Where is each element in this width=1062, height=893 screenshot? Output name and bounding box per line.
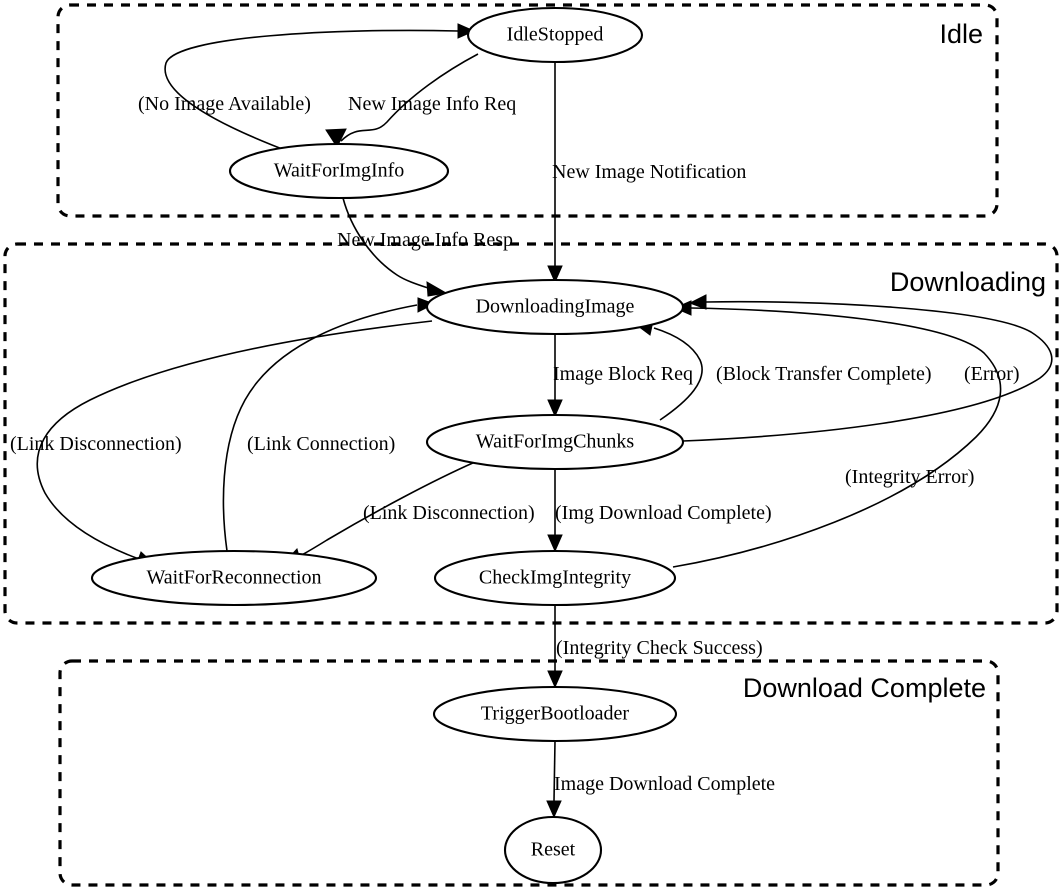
node-idlestopped-shape[interactable] xyxy=(466,6,644,64)
node-reset[interactable]: Reset xyxy=(503,815,603,885)
arrowhead-icon xyxy=(457,23,476,39)
edge-label-link-disconnection-2: (Link Disconnection) xyxy=(363,502,535,524)
edge-waitforimgchunks-to-checkimgintegrity: (Img Download Complete) xyxy=(547,469,772,553)
edge-label-link-connection: (Link Connection) xyxy=(247,433,395,455)
cluster-idle-border xyxy=(56,3,999,218)
edge-label-no-image-available: (No Image Available) xyxy=(138,93,311,115)
edge-label-error: (Error) xyxy=(964,363,1020,385)
arrowhead-icon xyxy=(547,399,563,418)
arrowhead-icon xyxy=(417,297,436,313)
edge-label-block-transfer-complete: (Block Transfer Complete) xyxy=(716,363,932,385)
node-checkimgintegrity[interactable]: CheckImgIntegrity xyxy=(433,549,677,607)
arrowhead-icon xyxy=(426,281,448,297)
arrowhead-icon xyxy=(547,534,563,553)
node-downloadingimage-label: DownloadingImage xyxy=(476,296,635,318)
edge-label-image-download-complete: Image Download Complete xyxy=(554,773,775,795)
node-waitforimgchunks-label: WaitForImgChunks xyxy=(476,431,635,453)
node-idlestopped-label: IdleStopped xyxy=(507,24,604,46)
arrowhead-icon xyxy=(325,128,347,149)
edge-waitforimginfo-to-downloadingimage: New Image Info Resp xyxy=(337,197,513,297)
edge-path-link-disconnection-2 xyxy=(299,461,476,557)
node-reset-label: Reset xyxy=(531,839,576,861)
edge-path-image-download-complete xyxy=(553,740,556,802)
edge-label-integrity-check-success: (Integrity Check Success) xyxy=(556,637,763,659)
edge-triggerbootloader-to-reset: Image Download Complete xyxy=(546,740,775,819)
node-triggerbootloader[interactable]: TriggerBootloader xyxy=(432,685,678,743)
node-reset-shape[interactable] xyxy=(503,815,603,885)
edge-checkimgintegrity-to-triggerbootloader: (Integrity Check Success) xyxy=(547,605,763,689)
node-downloadingimage-shape[interactable] xyxy=(425,278,685,336)
edge-path-link-disconnection-1 xyxy=(36,320,433,560)
edge-label-new-image-notification: New Image Notification xyxy=(552,161,746,183)
edge-label-link-disconnection-1: (Link Disconnection) xyxy=(10,433,182,455)
node-idlestopped[interactable]: IdleStopped xyxy=(466,6,644,64)
node-checkimgintegrity-shape[interactable] xyxy=(433,549,677,607)
edge-path-block-transfer-complete xyxy=(653,327,703,421)
node-waitforimginfo[interactable]: WaitForImgInfo xyxy=(228,142,450,200)
node-waitforreconnection[interactable]: WaitForReconnection xyxy=(90,549,378,607)
edge-label-integrity-error: (Integrity Error) xyxy=(845,466,974,488)
edge-label-new-image-info-resp: New Image Info Resp xyxy=(337,229,513,251)
cluster-idle: Idle xyxy=(56,3,999,218)
edge-label-img-download-complete: (Img Download Complete) xyxy=(555,502,772,524)
cluster-downloading: Downloading xyxy=(3,242,1059,625)
node-triggerbootloader-shape[interactable] xyxy=(432,685,678,743)
arrowhead-icon xyxy=(546,800,562,819)
cluster-downloading-label: Downloading xyxy=(890,267,1046,297)
arrowhead-icon xyxy=(688,294,707,310)
edge-path-no-image-available xyxy=(164,29,459,153)
arrowhead-icon xyxy=(547,265,563,284)
cluster-downloading-border xyxy=(3,242,1059,625)
edge-waitforimgchunks-to-downloadingimage-error: (Error) xyxy=(682,294,1053,442)
node-waitforreconnection-label: WaitForReconnection xyxy=(146,567,321,589)
edge-idlestopped-to-downloadingimage: New Image Notification xyxy=(547,62,746,284)
edge-path-new-image-info-resp xyxy=(342,197,432,290)
edge-checkimgintegrity-to-downloadingimage: (Integrity Error) xyxy=(672,300,1002,568)
node-downloadingimage[interactable]: DownloadingImage xyxy=(425,278,685,336)
node-waitforimgchunks-shape[interactable] xyxy=(425,413,685,471)
node-waitforreconnection-shape[interactable] xyxy=(90,549,378,607)
cluster-idle-label: Idle xyxy=(939,19,983,49)
edge-label-image-block-req: Image Block Req xyxy=(553,363,693,385)
edge-path-link-connection xyxy=(222,304,418,552)
node-triggerbootloader-label: TriggerBootloader xyxy=(481,703,629,725)
edge-downloadingimage-to-waitforimgchunks: Image Block Req xyxy=(547,334,693,418)
node-waitforimginfo-label: WaitForImgInfo xyxy=(274,160,405,182)
edge-waitforimgchunks-to-waitforreconnection: (Link Disconnection) xyxy=(279,461,535,567)
edge-path-new-image-info-req xyxy=(340,53,479,142)
cluster-download-complete-border xyxy=(58,659,1000,887)
edge-waitforreconnection-to-downloadingimage: (Link Connection) xyxy=(222,297,436,552)
node-waitforimgchunks[interactable]: WaitForImgChunks xyxy=(425,413,685,471)
edge-path-integrity-error xyxy=(672,307,1002,568)
edge-label-new-image-info-req: New Image Info Req xyxy=(348,93,516,115)
node-waitforimginfo-shape[interactable] xyxy=(228,142,450,200)
edge-idlestopped-to-waitforimginfo: New Image Info Req xyxy=(325,53,516,149)
cluster-download-complete: Download Complete xyxy=(58,659,1000,887)
edge-waitforimginfo-to-idlestopped: (No Image Available) xyxy=(138,23,476,153)
edge-waitforimgchunks-to-downloadingimage-block: (Block Transfer Complete) xyxy=(632,320,932,421)
node-checkimgintegrity-label: CheckImgIntegrity xyxy=(479,567,631,589)
arrowhead-icon xyxy=(547,670,563,689)
edge-path-error xyxy=(682,300,1053,442)
cluster-download-complete-label: Download Complete xyxy=(743,673,986,703)
